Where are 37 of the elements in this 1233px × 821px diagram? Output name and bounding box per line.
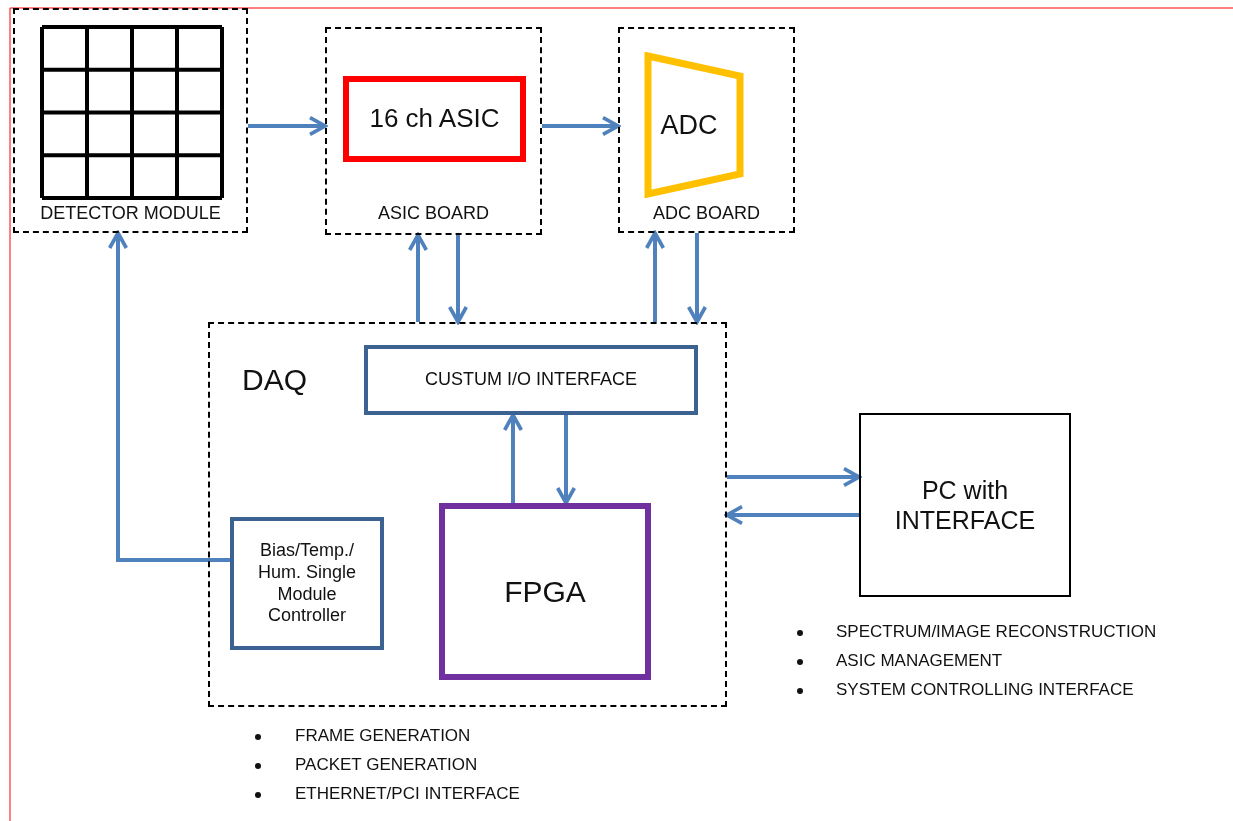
bullet-text: SYSTEM CONTROLLING INTERFACE <box>836 680 1134 700</box>
fpga-box <box>439 503 651 680</box>
asic-chip-box <box>343 76 526 162</box>
arrow <box>555 415 577 505</box>
arrow <box>686 233 708 324</box>
arrow <box>447 235 469 324</box>
bullet-text: PACKET GENERATION <box>295 755 478 775</box>
bullet-text: FRAME GENERATION <box>295 726 471 746</box>
node-label: 16 ch ASIC <box>369 103 500 135</box>
node-label: ASIC BOARD <box>378 203 489 225</box>
adc-trapezoid <box>644 52 744 198</box>
bullet-text: ETHERNET/PCI INTERFACE <box>295 784 520 804</box>
node-label: ADC <box>660 108 718 142</box>
bullet-text: ASIC MANAGEMENT <box>836 651 1003 671</box>
arrow <box>407 233 429 322</box>
arrow <box>248 115 327 137</box>
arrow <box>107 231 230 562</box>
daq-box <box>208 322 727 707</box>
node-label: DAQ <box>242 362 307 398</box>
arrow <box>644 231 666 322</box>
node-label: DETECTOR MODULE <box>40 203 221 225</box>
node-label: FPGA <box>504 573 586 610</box>
arrow <box>542 115 620 137</box>
arrow <box>727 466 861 488</box>
board-box <box>618 27 795 233</box>
node-label: CUSTUM I/O INTERFACE <box>425 369 637 391</box>
arrow <box>502 413 524 503</box>
board-box <box>325 27 542 235</box>
node-label: PC with INTERFACE <box>893 475 1037 535</box>
arrow <box>725 504 859 526</box>
controller-box <box>230 517 384 650</box>
interface-box <box>364 345 698 415</box>
node-label: Bias/Temp./ Hum. Single Module Controller <box>256 540 357 627</box>
bullet-text: SPECTRUM/IMAGE RECONSTRUCTION <box>836 622 1157 642</box>
pc-box <box>859 413 1071 597</box>
detector-module-box <box>13 8 248 233</box>
node-label: ADC BOARD <box>653 203 760 225</box>
